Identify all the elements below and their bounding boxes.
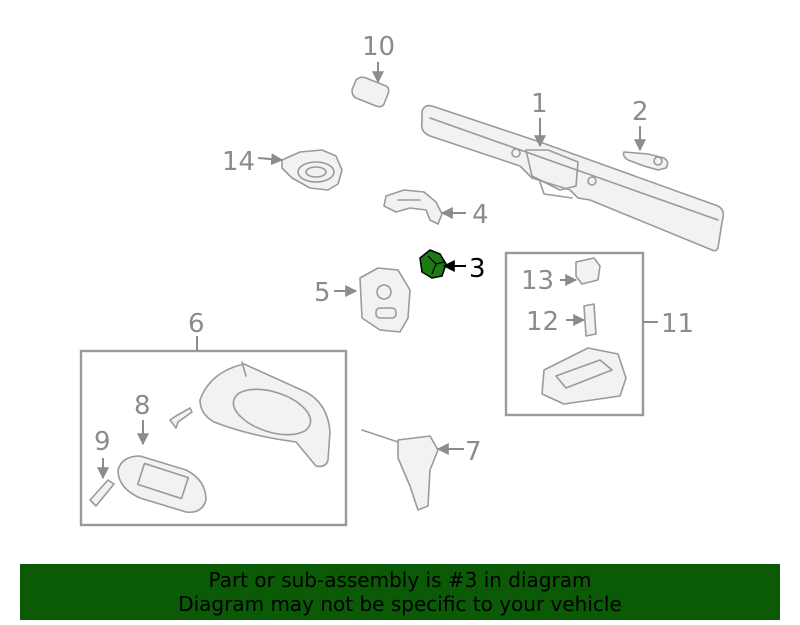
banner-line-1: Part or sub-assembly is #3 in diagram (208, 568, 592, 592)
part-9-bulb (89, 479, 115, 507)
part-2-clip (622, 151, 669, 171)
part-8-mirror (117, 455, 207, 514)
callout-11: 11 (661, 309, 694, 339)
callout-3: 3 (469, 254, 486, 284)
box-6-visor-assembly (79, 349, 348, 527)
callout-7: 7 (465, 437, 482, 467)
part-4-bracket (383, 189, 443, 225)
part-11-lamp-housing (541, 347, 627, 405)
part-14-lamp (281, 149, 343, 191)
banner-line-2: Diagram may not be specific to your vehi… (178, 592, 622, 616)
box-11-dome-lamp-assembly (504, 251, 645, 417)
part-10-lens (351, 76, 390, 108)
part-8-screw (169, 407, 193, 429)
callout-4: 4 (472, 200, 489, 230)
callout-6: 6 (188, 309, 205, 339)
part-5-switch-panel (359, 267, 411, 333)
callout-5: 5 (314, 278, 331, 308)
callout-1: 1 (531, 89, 548, 119)
callout-13: 13 (521, 266, 554, 296)
part-13-socket (575, 257, 601, 285)
callout-10: 10 (362, 32, 395, 62)
callout-2: 2 (632, 97, 649, 127)
part-12-bulb (583, 303, 597, 337)
part-7-bracket (361, 429, 439, 511)
callout-8: 8 (134, 391, 151, 421)
part-3-clip-highlighted (419, 249, 447, 279)
callout-9: 9 (94, 427, 111, 457)
callout-12: 12 (526, 307, 559, 337)
info-banner: Part or sub-assembly is #3 in diagram Di… (20, 564, 780, 620)
part-6-visor (199, 361, 331, 468)
part-1-rail (420, 104, 725, 252)
parts-diagram: 10 1 2 14 4 3 5 6 8 9 7 13 12 11 (79, 32, 725, 527)
callout-14: 14 (222, 147, 255, 177)
